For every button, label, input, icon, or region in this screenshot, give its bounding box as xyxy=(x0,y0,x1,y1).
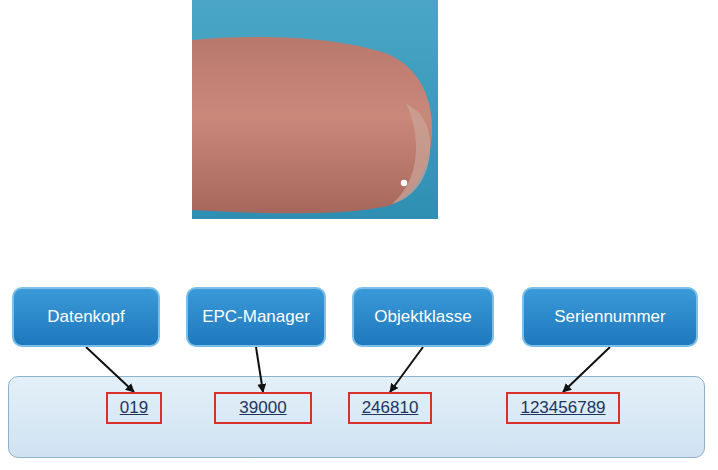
fingertip-photo xyxy=(192,0,438,219)
field-value: 246810 xyxy=(362,398,419,418)
field-value: 019 xyxy=(120,398,148,418)
photo-background xyxy=(192,0,438,219)
field-name: Seriennummer xyxy=(554,307,666,327)
field-box: Seriennummer xyxy=(522,287,698,347)
field-value: 123456789 xyxy=(520,398,605,418)
field-name: Datenkopf xyxy=(47,307,125,327)
field-box: Datenkopf xyxy=(12,287,160,347)
arrow-connector xyxy=(86,347,134,392)
rfid-chip xyxy=(401,180,407,186)
field-value: 39000 xyxy=(239,398,286,418)
field-box: Objektklasse xyxy=(352,287,494,347)
arrow-connector xyxy=(256,347,263,392)
arrow-connector xyxy=(390,347,423,392)
finger xyxy=(192,37,432,213)
field-name: Objektklasse xyxy=(374,307,471,327)
arrow-connector xyxy=(563,347,610,392)
value-box: 39000 xyxy=(214,392,312,424)
value-box: 123456789 xyxy=(506,392,620,424)
field-box: EPC-Manager xyxy=(186,287,326,347)
field-name: EPC-Manager xyxy=(202,307,310,327)
value-box: 246810 xyxy=(348,392,432,424)
value-box: 019 xyxy=(106,392,162,424)
fingernail xyxy=(392,104,430,204)
